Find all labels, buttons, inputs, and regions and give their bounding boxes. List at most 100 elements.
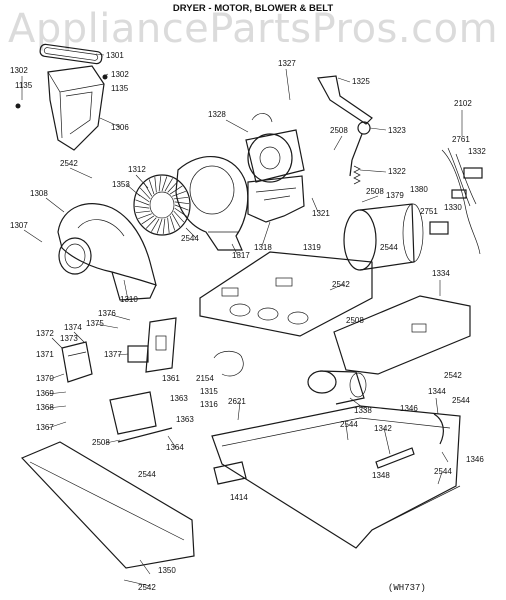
part-label: 1350 (158, 566, 176, 575)
belt-1301 (39, 43, 103, 65)
leader-line (117, 353, 129, 356)
part-label: 1334 (432, 269, 450, 278)
part-label: 1312 (128, 165, 146, 174)
part-label: 1338 (354, 406, 372, 415)
part-label: 1363 (176, 415, 194, 424)
part-label: 1332 (468, 147, 486, 156)
part-label: 1373 (60, 334, 78, 343)
part-label: 1348 (372, 471, 390, 480)
part-label: 2621 (228, 397, 246, 406)
capacitor-1380 (343, 203, 424, 271)
part-label: 1302 (111, 70, 129, 79)
blower-wheel-1312 (133, 174, 191, 236)
part-label: 1374 (64, 323, 82, 332)
leader-line (167, 435, 177, 449)
part-label: 2508 (330, 126, 348, 135)
part-label: 2544 (452, 396, 470, 405)
part-label: 1318 (254, 243, 272, 252)
leader-line (383, 427, 391, 455)
leader-line (139, 559, 151, 575)
leader-line (49, 373, 65, 380)
idler-arm-1325 (317, 75, 373, 125)
part-label: 1346 (400, 404, 418, 413)
leveling-leg-1414 (213, 461, 247, 485)
wire-assembly-1315 (213, 350, 244, 377)
part-label: 1319 (303, 243, 321, 252)
bracket-1361 (109, 391, 157, 435)
part-label: 1330 (444, 203, 462, 212)
leader-line (435, 397, 439, 415)
part-label: 2508 (92, 438, 110, 447)
leader-line (369, 127, 387, 131)
part-label: 1344 (428, 387, 446, 396)
leader-line (123, 279, 129, 301)
part-label: 1353 (112, 180, 130, 189)
leader-line (337, 77, 351, 83)
part-label: 1369 (36, 389, 54, 398)
leader-line (47, 421, 67, 429)
spring-1322 (353, 165, 361, 185)
switch-1330 (429, 221, 449, 235)
diagram-code: (WH737) (388, 583, 426, 593)
part-label: 1377 (104, 350, 122, 359)
part-label: 1308 (30, 189, 48, 198)
idler-pulley-1323 (349, 121, 371, 177)
part-label: 1368 (36, 403, 54, 412)
part-label: 1317 (232, 251, 250, 260)
part-label: 1327 (278, 59, 296, 68)
part-label: 1301 (106, 51, 124, 60)
part-label: 1361 (162, 374, 180, 383)
part-label: 1372 (36, 329, 54, 338)
leader-line (225, 119, 249, 133)
base-panel-1319 (199, 251, 373, 337)
motor-mount-1318 (247, 175, 305, 223)
part-label: 1325 (352, 77, 370, 86)
part-label: 1306 (111, 123, 129, 132)
rear-panel-1334 (333, 295, 471, 375)
callout-leader-lines (21, 53, 463, 587)
front-panel-1350 (20, 441, 195, 569)
leader-line (441, 451, 449, 463)
leader-line (123, 579, 151, 587)
leader-line (107, 313, 131, 321)
leader-line (51, 337, 63, 349)
part-label: 1328 (208, 110, 226, 119)
leader-line (47, 391, 67, 395)
leader-line (99, 117, 121, 128)
part-label: 2761 (452, 135, 470, 144)
part-label: 1307 (10, 221, 28, 230)
rod-1364 (117, 427, 173, 443)
part-label: 1375 (86, 319, 104, 328)
part-label: 1346 (466, 455, 484, 464)
leader-line (231, 243, 239, 257)
blower-housing-1308 (57, 203, 157, 301)
watermark-text: AppliancePartsPros.com (8, 6, 498, 52)
part-label: 2544 (434, 467, 452, 476)
part-label: 1367 (36, 423, 54, 432)
leader-line (237, 401, 241, 421)
part-label: 1376 (98, 309, 116, 318)
part-label: 2542 (332, 280, 350, 289)
part-label: 2508 (366, 187, 384, 196)
blower-housing-front-1317 (175, 156, 249, 251)
part-label: 2542 (444, 371, 462, 380)
part-label: 2102 (454, 99, 472, 108)
leader-line (285, 68, 291, 101)
leader-line (73, 331, 85, 343)
part-label: 1135 (111, 84, 129, 93)
leader-line (333, 135, 343, 151)
part-label: 1316 (200, 400, 218, 409)
leader-line (23, 229, 43, 243)
part-label: 1135 (15, 81, 33, 90)
leader-line (95, 53, 105, 56)
leader-line (95, 323, 119, 329)
leader-line (311, 197, 319, 213)
part-label: 1364 (166, 443, 184, 452)
part-label: 1310 (120, 295, 138, 304)
part-label: 2544 (138, 470, 156, 479)
leader-line (361, 195, 379, 203)
leader-line (359, 169, 387, 173)
part-label: 1302 (10, 66, 28, 75)
